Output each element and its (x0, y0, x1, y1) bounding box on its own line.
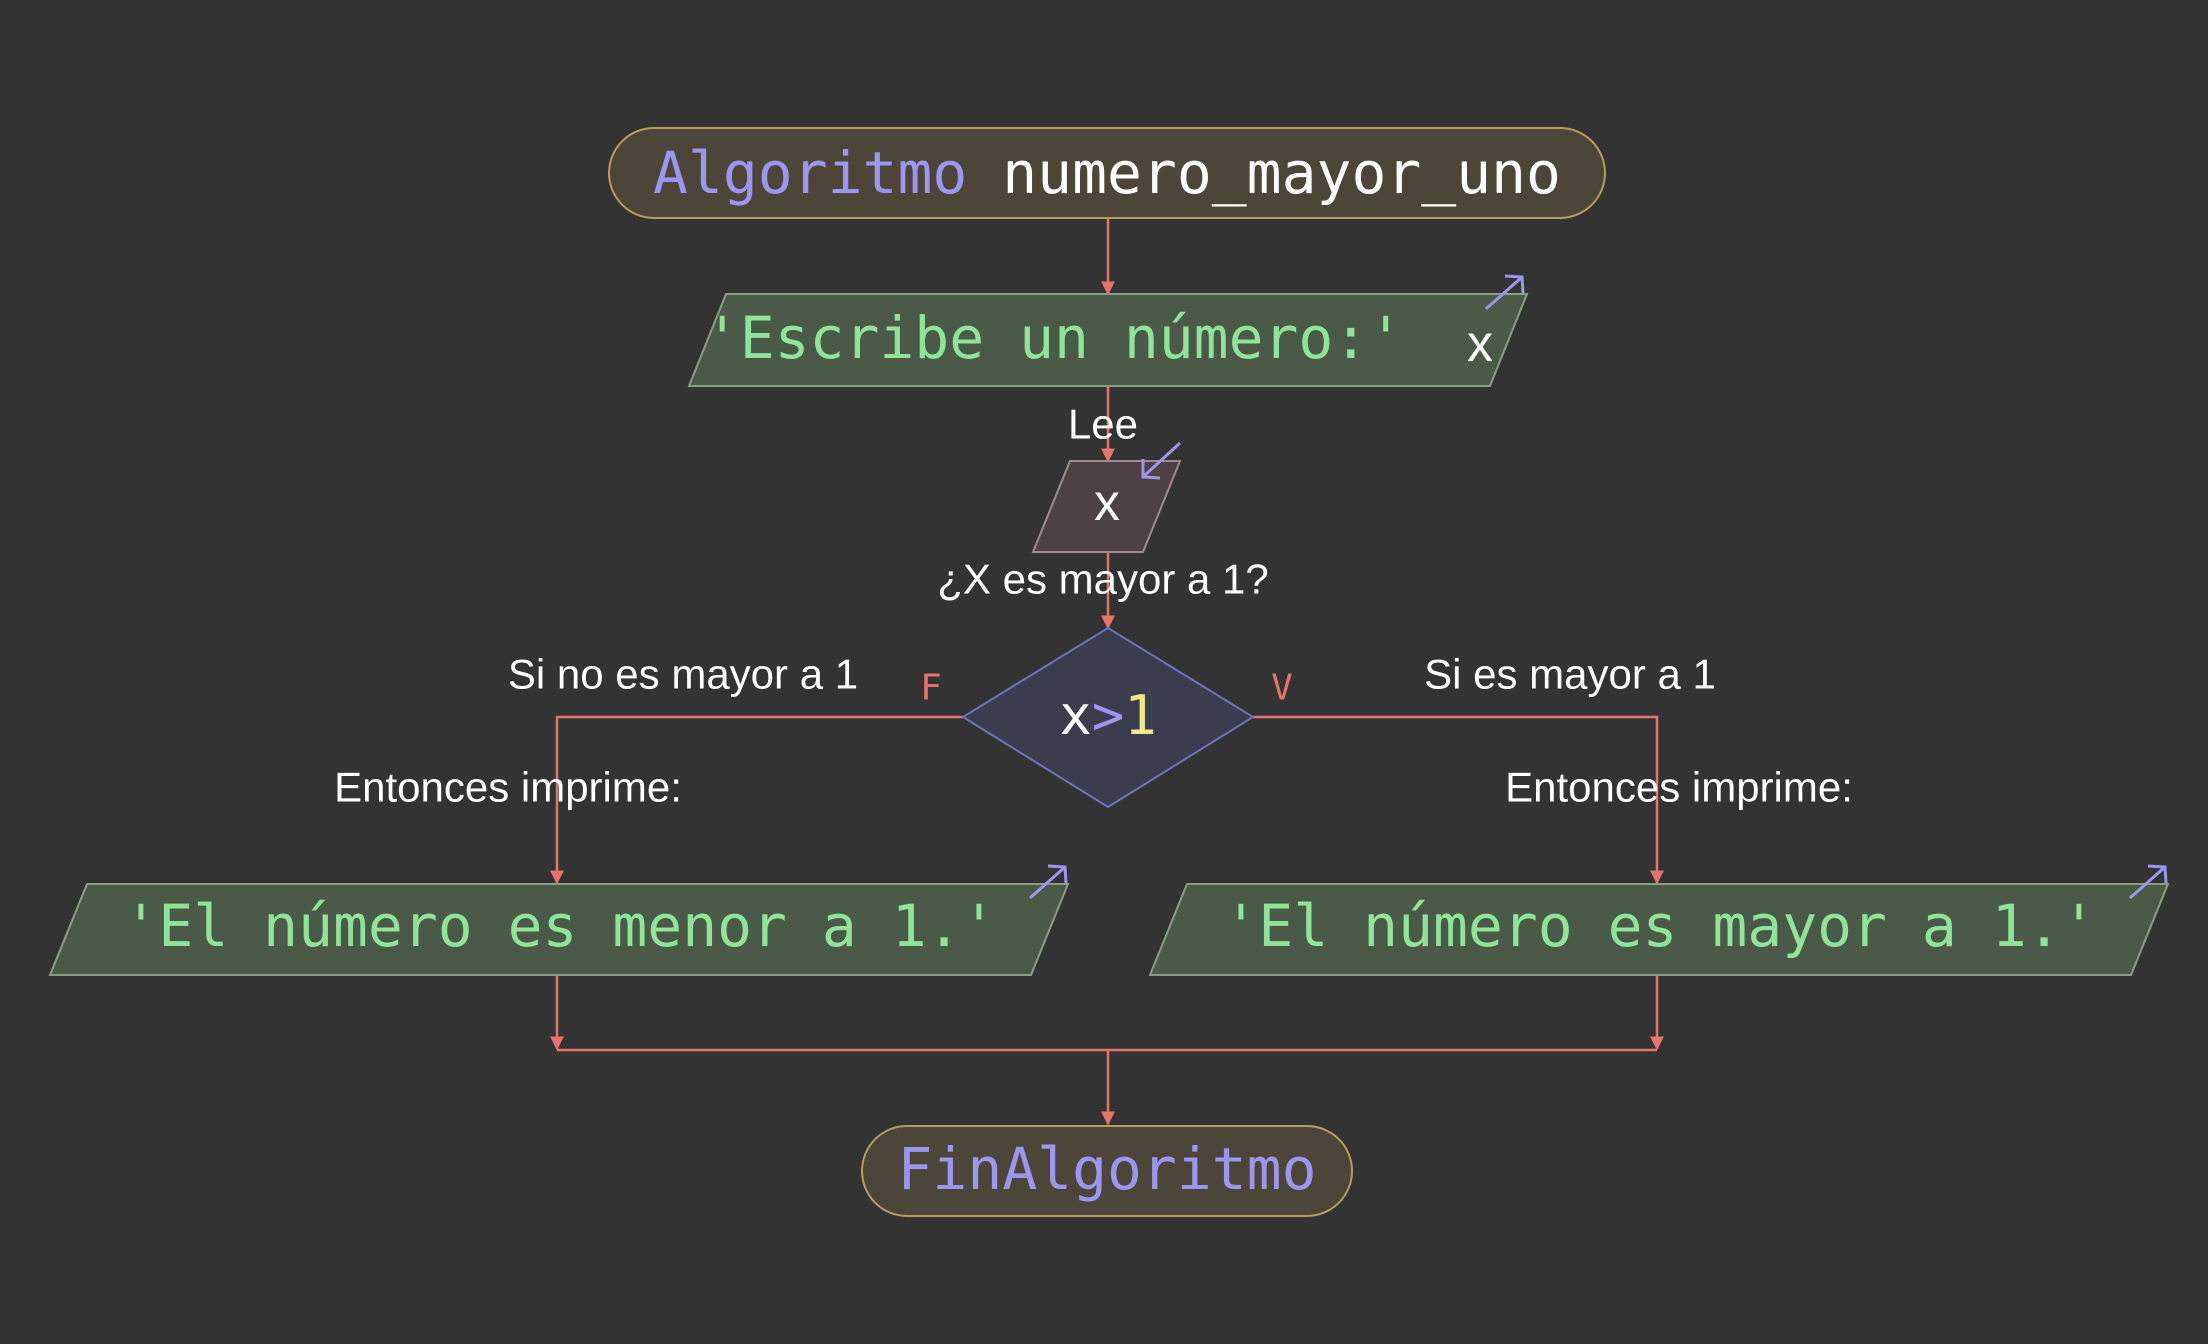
true-branch-action-note: Entonces imprime: (1505, 764, 1853, 811)
true-mark: V (1271, 668, 1293, 709)
output-arrow-icon (1029, 864, 1068, 900)
decision-var: x (1059, 684, 1092, 747)
decision-condition: x>1 (1059, 684, 1157, 747)
decision-question: ¿X es mayor a 1? (937, 556, 1268, 603)
read-label: Lee (1068, 401, 1138, 448)
start-terminal[interactable]: Algoritmo numero_mayor_uno (608, 127, 1606, 219)
decision-op: > (1092, 684, 1125, 747)
algorithm-name: numero_mayor_uno (1002, 139, 1561, 207)
output-arrow-icon (1485, 274, 1525, 311)
output-mayor-node[interactable]: 'El número es mayor a 1.' (1148, 864, 2170, 976)
output-menor-node[interactable]: 'El número es menor a 1.' (48, 864, 1070, 976)
connector-decision-false (550, 715, 963, 885)
output-prompt-variable: x (1467, 315, 1493, 373)
output-prompt-text: 'Escribe un número:' (705, 304, 1403, 372)
decision-node[interactable]: x>1 (961, 626, 1255, 809)
output-menor-text: 'El número es menor a 1.' (124, 892, 997, 960)
start-terminal-label: Algoritmo numero_mayor_uno (653, 139, 1561, 207)
end-terminal[interactable]: FinAlgoritmo (861, 1125, 1353, 1217)
connector-decision-true (1253, 715, 1664, 885)
output-prompt-shape (687, 293, 1529, 387)
decision-value: 1 (1124, 684, 1157, 747)
output-mayor-shape (1148, 883, 2170, 976)
decision-shape (961, 626, 1255, 809)
read-input-node[interactable]: x (1031, 441, 1182, 553)
false-branch-action-note: Entonces imprime: (334, 764, 682, 811)
false-branch-note: Si no es mayor a 1 (508, 651, 858, 698)
start-terminal-shape (608, 127, 1606, 219)
output-mayor-text: 'El número es mayor a 1.' (1224, 892, 2097, 960)
output-arrow-icon (2129, 864, 2168, 900)
output-prompt-node[interactable]: 'Escribe un número:' x (687, 274, 1529, 387)
end-terminal-shape (861, 1125, 1353, 1217)
true-branch-note: Si es mayor a 1 (1424, 651, 1716, 698)
input-arrow-icon (1141, 441, 1182, 480)
read-input-variable: x (1094, 474, 1120, 532)
algorithm-keyword: Algoritmo (653, 139, 967, 207)
false-mark: F (920, 668, 942, 709)
end-terminal-label: FinAlgoritmo (897, 1135, 1316, 1203)
output-menor-shape (48, 883, 1070, 976)
connectors (550, 218, 1664, 1126)
